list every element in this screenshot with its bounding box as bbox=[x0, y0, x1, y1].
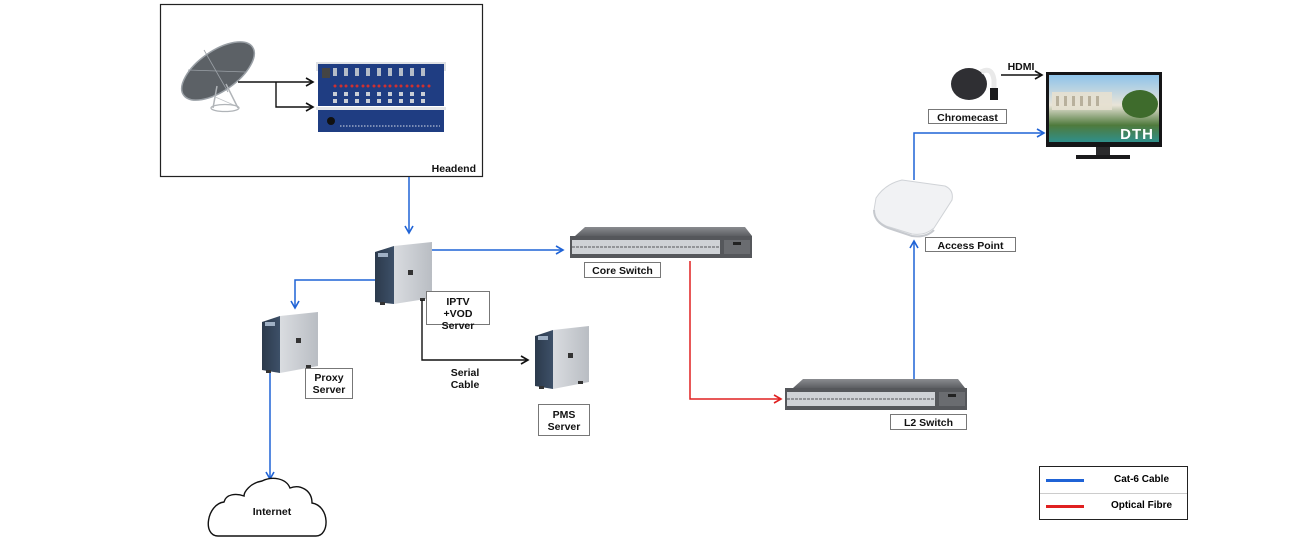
pms-server-label: PMS Server bbox=[538, 404, 590, 436]
iptv-server-label-line2: Server bbox=[441, 320, 475, 332]
l2-switch-label: L2 Switch bbox=[890, 414, 967, 430]
legend: Cat-6 Cable Optical Fibre bbox=[1039, 466, 1188, 520]
proxy-server-label-line1: Proxy bbox=[314, 372, 344, 384]
headend-receiver-rack-icon bbox=[316, 62, 446, 132]
legend-item-cat6: Cat-6 Cable bbox=[1040, 467, 1187, 494]
tv-monitor-icon: DTH bbox=[1046, 72, 1162, 159]
serial-cable-label: Serial Cable bbox=[440, 367, 490, 391]
iptv-server-label-line1: IPTV +VOD bbox=[443, 296, 473, 320]
iptv-to-proxy-link bbox=[290, 279, 375, 310]
core-to-l2-fibre-link bbox=[689, 261, 783, 404]
internet-cloud-icon bbox=[207, 477, 327, 537]
pms-server-label-line2: Server bbox=[547, 421, 581, 433]
hdmi-label: HDMI bbox=[1007, 61, 1035, 73]
iptv-server-icon bbox=[375, 242, 432, 305]
legend-label-optical-fibre: Optical Fibre bbox=[1110, 500, 1173, 511]
proxy-server-icon bbox=[262, 312, 318, 373]
serial-cable-label-line2: Cable bbox=[450, 379, 480, 391]
core-switch-label: Core Switch bbox=[584, 262, 661, 278]
legend-swatch-cat6 bbox=[1046, 479, 1084, 482]
tv-screen-text: DTH bbox=[1120, 126, 1154, 143]
internet-label: Internet bbox=[252, 506, 292, 518]
legend-label-cat6: Cat-6 Cable bbox=[1113, 474, 1169, 485]
l2-switch-icon bbox=[785, 379, 967, 410]
iptv-server-label: IPTV +VOD Server bbox=[426, 291, 490, 332]
pms-server-label-line1: PMS bbox=[552, 409, 576, 421]
serial-cable-link bbox=[421, 300, 530, 365]
legend-swatch-optical-fibre bbox=[1046, 505, 1084, 508]
headend-label: Headend bbox=[431, 163, 476, 175]
proxy-server-label: Proxy Server bbox=[305, 368, 353, 399]
core-switch-icon bbox=[570, 227, 752, 258]
access-point-label: Access Point bbox=[925, 237, 1016, 252]
pms-server-icon bbox=[535, 326, 589, 389]
serial-cable-label-line1: Serial bbox=[450, 367, 480, 379]
chromecast-icon bbox=[951, 67, 998, 100]
legend-item-optical-fibre: Optical Fibre bbox=[1040, 493, 1187, 519]
access-point-icon bbox=[873, 179, 953, 238]
proxy-server-label-line2: Server bbox=[312, 384, 346, 396]
chromecast-label: Chromecast bbox=[928, 109, 1007, 124]
access-point-to-tv-link bbox=[913, 128, 1046, 180]
satellite-dish-icon bbox=[180, 41, 256, 113]
dish-to-receiver-connector bbox=[238, 77, 315, 112]
